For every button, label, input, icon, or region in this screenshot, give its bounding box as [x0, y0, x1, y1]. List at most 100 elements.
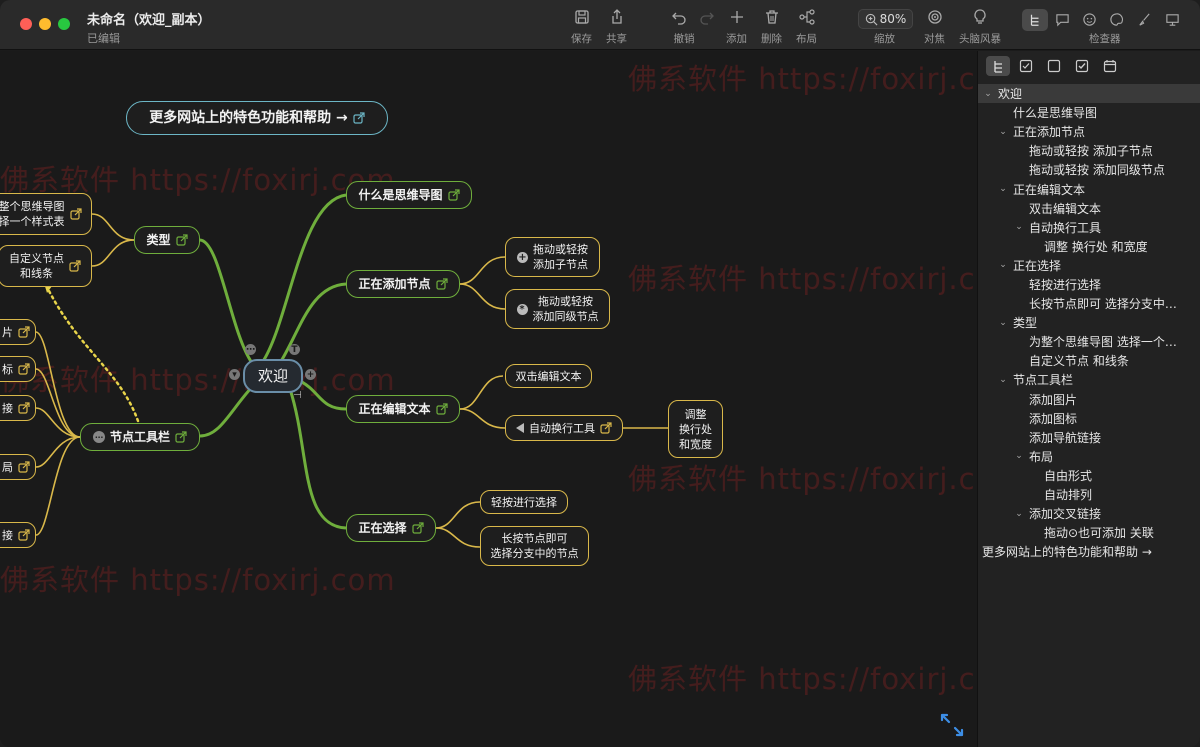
outline-item[interactable]: 什么是思维导图: [978, 103, 1200, 122]
branch-node-toolbar[interactable]: ⋯ 节点工具栏: [80, 423, 200, 451]
external-link-icon: [435, 403, 448, 415]
chevron-down-icon[interactable]: ⌄: [999, 184, 1007, 195]
branch-types[interactable]: 类型: [134, 226, 200, 254]
lightbulb-icon: [974, 9, 986, 24]
external-link-icon: [175, 431, 187, 443]
chevron-down-icon[interactable]: ⌄: [1015, 508, 1023, 519]
expand-icon[interactable]: [938, 711, 966, 739]
chevron-down-icon[interactable]: ⌄: [999, 374, 1007, 385]
outline-item[interactable]: 更多网站上的特色功能和帮助 →: [978, 542, 1200, 561]
focus-button[interactable]: 对焦: [924, 8, 945, 46]
checkbox-checked-icon: [1019, 59, 1033, 73]
chevron-down-icon[interactable]: ⌄: [999, 126, 1007, 137]
leaf-add-child[interactable]: + 拖动或轻按 添加子节点: [505, 237, 600, 277]
outline-item[interactable]: 为整个思维导图 选择一个…: [978, 332, 1200, 351]
tab-calendar[interactable]: [1098, 56, 1122, 76]
root-node[interactable]: 欢迎: [243, 359, 303, 393]
outline-item[interactable]: 拖动⊙也可添加 关联: [978, 523, 1200, 542]
outline-item-label: 为整个思维导图 选择一个…: [1029, 335, 1177, 350]
leaf-tap-select[interactable]: 轻按进行选择: [480, 490, 568, 514]
outline-item[interactable]: 拖动或轻按 添加同级节点: [978, 160, 1200, 179]
leaf-add-nav-link[interactable]: 接: [0, 395, 36, 421]
leaf-adjust-wrap[interactable]: 调整 换行处 和宽度: [668, 400, 723, 458]
outline-item[interactable]: 自由形式: [978, 466, 1200, 485]
outline-item[interactable]: 添加图标: [978, 409, 1200, 428]
mindmap-canvas[interactable]: 佛系软件 https://foxirj.com 佛系软件 https://fox…: [0, 51, 977, 747]
maximize-window-button[interactable]: [58, 18, 70, 30]
branch-selecting[interactable]: 正在选择: [346, 514, 436, 542]
leaf-long-press[interactable]: 长按节点即可 选择分支中的节点: [480, 526, 589, 566]
outline-item[interactable]: ⌄类型: [978, 313, 1200, 332]
outline-item[interactable]: ⌄节点工具栏: [978, 370, 1200, 389]
outline-toggle-button[interactable]: [1022, 9, 1048, 31]
more-options-icon: ⋯: [92, 431, 105, 443]
branch-editing-text[interactable]: 正在编辑文本: [346, 395, 460, 423]
tab-tasks[interactable]: [1014, 56, 1038, 76]
outline-item[interactable]: 拖动或轻按 添加子节点: [978, 141, 1200, 160]
minimize-window-button[interactable]: [39, 18, 51, 30]
presentation-icon[interactable]: [1165, 12, 1180, 27]
leaf-types-style[interactable]: 整个思维导图 择一个样式表: [0, 193, 92, 235]
add-child-top-icon[interactable]: T: [289, 344, 300, 355]
undo-button[interactable]: 撤销: [670, 8, 716, 46]
document-title: 未命名（欢迎_副本）: [87, 13, 211, 28]
more-options-icon[interactable]: ⋯: [245, 344, 256, 355]
outline-item-label: 自动排列: [1044, 488, 1093, 503]
leaf-double-click-edit[interactable]: 双击编辑文本: [505, 364, 592, 388]
layout-button[interactable]: 布局: [796, 8, 817, 46]
brainstorm-button[interactable]: 头脑风暴: [959, 8, 1001, 46]
wrap-handle-icon[interactable]: ⊣: [293, 390, 302, 401]
tab-blank[interactable]: [1042, 56, 1066, 76]
outline-item-label: 调整 换行处 和宽度: [1044, 239, 1148, 254]
leaf-add-icon[interactable]: 标: [0, 356, 36, 382]
outline-item[interactable]: 添加导航链接: [978, 428, 1200, 447]
zoom-control[interactable]: 80%: [858, 9, 913, 29]
chevron-down-icon[interactable]: ⌄: [1015, 222, 1023, 233]
leaf-add-image[interactable]: 片: [0, 319, 36, 345]
outline-item[interactable]: 长按节点即可 选择分支中…: [978, 294, 1200, 313]
leaf-add-sibling[interactable]: * 拖动或轻按 添加同级节点: [505, 289, 610, 329]
add-sibling-icon[interactable]: +: [305, 369, 316, 380]
outline-item[interactable]: 轻按进行选择: [978, 275, 1200, 294]
outline-item[interactable]: 调整 换行处 和宽度: [978, 237, 1200, 256]
outline-item-label: 拖动⊙也可添加 关联: [1044, 526, 1154, 541]
help-link-node[interactable]: 更多网站上的特色功能和帮助 →: [126, 101, 388, 135]
external-link-icon: [600, 422, 612, 434]
outline-item[interactable]: ⌄布局: [978, 447, 1200, 466]
branch-what-is-mindmap[interactable]: 什么是思维导图: [346, 181, 472, 209]
chevron-down-icon[interactable]: ⌄: [1015, 451, 1023, 462]
leaf-cross-link[interactable]: 接: [0, 522, 36, 548]
leaf-types-custom[interactable]: 自定义节点 和线条: [0, 245, 92, 287]
tab-done[interactable]: [1070, 56, 1094, 76]
redo-icon[interactable]: [698, 8, 716, 26]
leaf-label: 接: [2, 401, 13, 415]
outline-item[interactable]: ⌄添加交叉链接: [978, 504, 1200, 523]
brush-icon[interactable]: [1137, 12, 1152, 27]
comment-icon[interactable]: [1055, 12, 1070, 27]
save-button[interactable]: 保存: [571, 8, 592, 46]
outline-item[interactable]: ⌄正在选择: [978, 256, 1200, 275]
delete-button[interactable]: 删除: [761, 8, 782, 46]
outline-item[interactable]: ⌄欢迎: [978, 84, 1200, 104]
emoji-icon[interactable]: [1082, 12, 1097, 27]
outline-item[interactable]: ⌄自动换行工具: [978, 218, 1200, 237]
close-window-button[interactable]: [20, 18, 32, 30]
collapse-icon[interactable]: ▾: [229, 369, 240, 380]
leaf-auto-wrap[interactable]: 自动换行工具: [505, 415, 623, 441]
chevron-down-icon[interactable]: ⌄: [984, 88, 992, 99]
outline-item-label: 什么是思维导图: [1013, 106, 1098, 121]
palette-icon[interactable]: [1109, 12, 1124, 27]
outline-item[interactable]: 自动排列: [978, 485, 1200, 504]
outline-item[interactable]: 添加图片: [978, 390, 1200, 409]
tab-outline[interactable]: [986, 56, 1010, 76]
chevron-down-icon[interactable]: ⌄: [999, 317, 1007, 328]
leaf-layout[interactable]: 局: [0, 454, 36, 480]
outline-item[interactable]: 自定义节点 和线条: [978, 351, 1200, 370]
branch-adding-nodes[interactable]: 正在添加节点: [346, 270, 460, 298]
share-button[interactable]: 共享: [606, 8, 627, 46]
add-node-button[interactable]: 添加: [726, 8, 747, 46]
chevron-down-icon[interactable]: ⌄: [999, 260, 1007, 271]
outline-item[interactable]: 双击编辑文本: [978, 199, 1200, 218]
outline-item[interactable]: ⌄正在添加节点: [978, 122, 1200, 141]
outline-item[interactable]: ⌄正在编辑文本: [978, 179, 1200, 198]
